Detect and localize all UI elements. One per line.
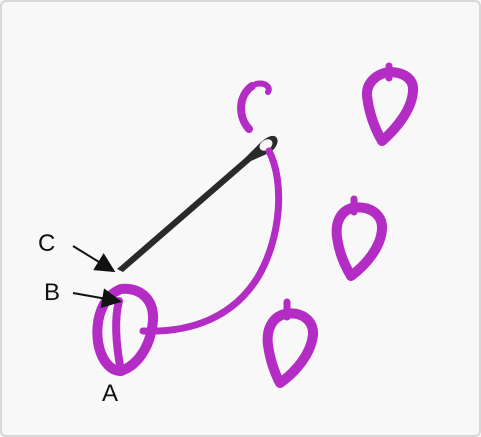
stitch-middle-right — [331, 202, 387, 281]
partial-stitch — [237, 82, 256, 133]
label-b: B — [44, 279, 61, 306]
stitch-top-right — [361, 67, 419, 146]
needle — [117, 135, 278, 272]
partial-stitch-tail — [253, 80, 272, 95]
arrow-c — [72, 245, 116, 273]
loop-stitch-left-crossing — [112, 297, 125, 375]
label-c: C — [38, 230, 56, 257]
working-thread — [139, 147, 283, 335]
stitch-bottom-middle — [262, 308, 318, 388]
arrow-b — [72, 288, 122, 309]
label-a: A — [102, 380, 119, 407]
